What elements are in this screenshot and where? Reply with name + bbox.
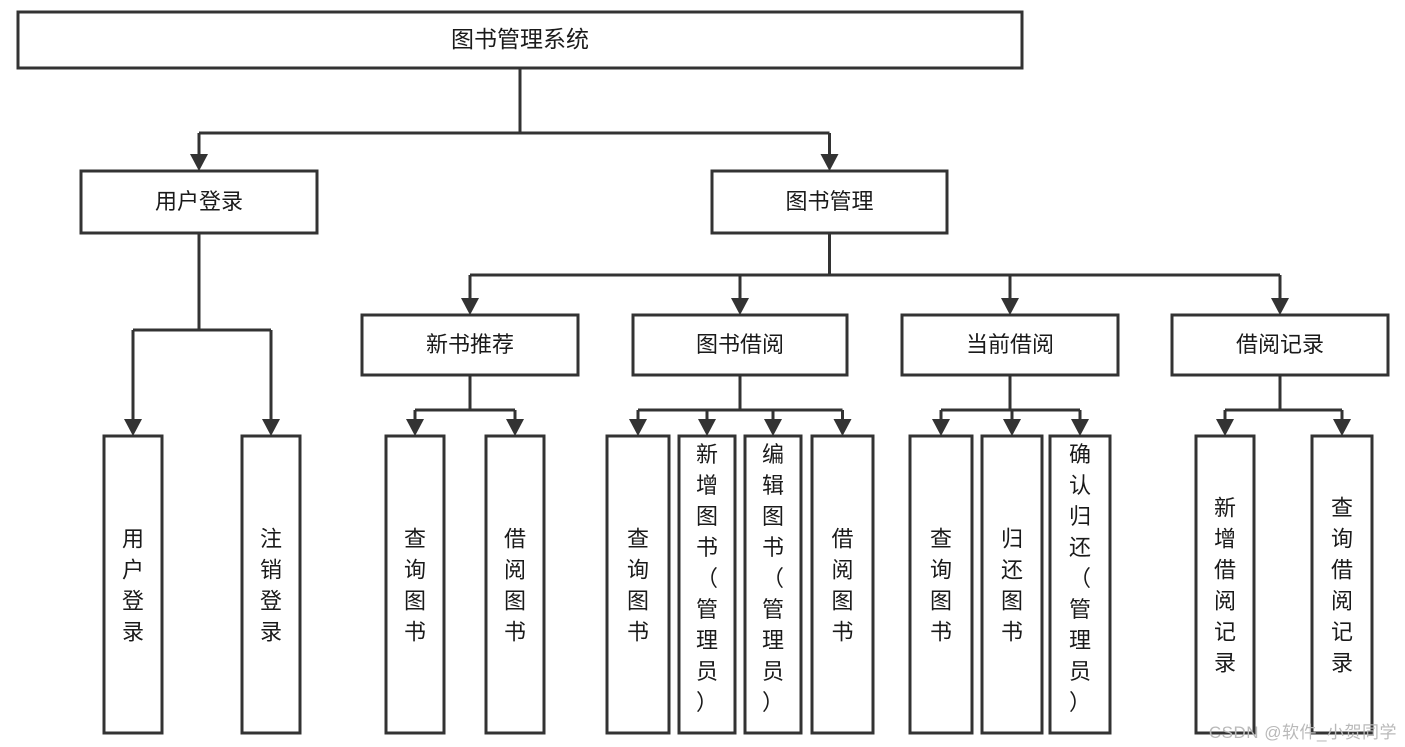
- node-label-leaf-confirm-return-admin: 确认归还（管理员）: [1069, 442, 1091, 715]
- node-user-login[interactable]: 用户登录: [79, 169, 319, 235]
- arrow-head: [1001, 298, 1019, 315]
- arrow-head: [461, 298, 479, 315]
- node-box-leaf-logout-login: [240, 434, 302, 735]
- node-layer: 图书管理系统用户登录图书管理新书推荐图书借阅当前借阅借阅记录用户登录注销登录查询…: [16, 10, 1390, 735]
- node-current-borrow[interactable]: 当前借阅: [900, 313, 1120, 377]
- arrow-head: [1216, 419, 1234, 436]
- node-box-borrow-records: [1170, 313, 1390, 377]
- node-box-leaf-query-book-borrow: [605, 434, 671, 735]
- node-leaf-user-login[interactable]: 用户登录: [102, 434, 164, 735]
- connector-layer: [124, 68, 1351, 436]
- node-label-leaf-edit-book-admin: 编辑图书（管理员）: [762, 442, 784, 715]
- node-label-leaf-return-book: 归还图书: [1001, 527, 1023, 645]
- arrow-head: [1003, 419, 1021, 436]
- arrow-head: [833, 419, 852, 436]
- node-leaf-add-borrow-record[interactable]: 新增借阅记录: [1194, 434, 1256, 735]
- arrow-head: [629, 419, 647, 436]
- node-leaf-borrow-book[interactable]: 借阅图书: [810, 434, 875, 735]
- node-label-current-borrow: 当前借阅: [966, 332, 1054, 357]
- node-leaf-query-borrow-record[interactable]: 查询借阅记录: [1310, 434, 1374, 735]
- node-leaf-logout-login[interactable]: 注销登录: [240, 434, 302, 735]
- node-label-borrow-records: 借阅记录: [1236, 332, 1324, 357]
- node-label-user-login: 用户登录: [155, 189, 243, 214]
- node-box-leaf-query-book-recommend: [384, 434, 446, 735]
- node-root[interactable]: 图书管理系统: [16, 10, 1024, 70]
- node-label-leaf-add-borrow-record: 新增借阅记录: [1214, 496, 1236, 676]
- node-box-leaf-query-book-current: [908, 434, 974, 735]
- arrow-head: [124, 419, 142, 436]
- node-leaf-edit-book-admin[interactable]: 编辑图书（管理员）: [743, 434, 803, 735]
- arrow-head: [731, 298, 749, 315]
- node-label-leaf-add-book-admin: 新增图书（管理员）: [696, 442, 718, 715]
- node-borrow-records[interactable]: 借阅记录: [1170, 313, 1390, 377]
- node-box-root: [16, 10, 1024, 70]
- arrow-head: [1333, 419, 1351, 436]
- node-label-leaf-borrow-book-recommend: 借阅图书: [504, 527, 526, 645]
- node-box-leaf-add-book-admin: [677, 434, 737, 735]
- node-box-leaf-add-borrow-record: [1194, 434, 1256, 735]
- arrow-head: [190, 154, 208, 171]
- node-box-leaf-borrow-book: [810, 434, 875, 735]
- arrow-head: [1071, 419, 1089, 436]
- arrow-head: [262, 419, 280, 436]
- node-box-current-borrow: [900, 313, 1120, 377]
- node-box-book-borrow: [631, 313, 849, 377]
- arrow-head: [506, 419, 524, 436]
- node-label-book-borrow: 图书借阅: [696, 332, 784, 357]
- node-label-leaf-query-book-current: 查询图书: [930, 527, 952, 645]
- arrow-head: [932, 419, 950, 436]
- node-label-leaf-logout-login: 注销登录: [260, 527, 282, 645]
- node-leaf-query-book-borrow[interactable]: 查询图书: [605, 434, 671, 735]
- node-box-user-login: [79, 169, 319, 235]
- node-leaf-confirm-return-admin[interactable]: 确认归还（管理员）: [1048, 434, 1112, 735]
- node-box-book-management: [710, 169, 949, 235]
- node-box-leaf-query-borrow-record: [1310, 434, 1374, 735]
- node-label-book-management: 图书管理: [785, 189, 873, 214]
- node-leaf-query-book-current[interactable]: 查询图书: [908, 434, 974, 735]
- arrow-head: [698, 419, 716, 436]
- arrow-head: [820, 154, 839, 171]
- node-box-leaf-edit-book-admin: [743, 434, 803, 735]
- arrow-head: [764, 419, 782, 436]
- node-new-book-recommend[interactable]: 新书推荐: [360, 313, 580, 377]
- node-leaf-borrow-book-recommend[interactable]: 借阅图书: [484, 434, 546, 735]
- node-box-leaf-confirm-return-admin: [1048, 434, 1112, 735]
- node-label-leaf-query-book-recommend: 查询图书: [404, 527, 426, 645]
- node-label-leaf-query-borrow-record: 查询借阅记录: [1331, 496, 1353, 676]
- node-leaf-return-book[interactable]: 归还图书: [980, 434, 1044, 735]
- node-leaf-add-book-admin[interactable]: 新增图书（管理员）: [677, 434, 737, 735]
- node-box-leaf-return-book: [980, 434, 1044, 735]
- node-book-management[interactable]: 图书管理: [710, 169, 949, 235]
- node-label-leaf-user-login: 用户登录: [122, 527, 144, 645]
- node-box-leaf-user-login: [102, 434, 164, 735]
- node-label-root: 图书管理系统: [451, 26, 589, 52]
- csdn-watermark: CSDN @软件_小贺同学: [1208, 723, 1397, 742]
- node-label-leaf-query-book-borrow: 查询图书: [627, 527, 649, 645]
- node-leaf-query-book-recommend[interactable]: 查询图书: [384, 434, 446, 735]
- node-book-borrow[interactable]: 图书借阅: [631, 313, 849, 377]
- node-label-new-book-recommend: 新书推荐: [426, 332, 514, 357]
- arrow-head: [406, 419, 424, 436]
- arrow-head: [1271, 298, 1289, 315]
- node-box-new-book-recommend: [360, 313, 580, 377]
- node-label-leaf-borrow-book: 借阅图书: [831, 527, 853, 645]
- node-box-leaf-borrow-book-recommend: [484, 434, 546, 735]
